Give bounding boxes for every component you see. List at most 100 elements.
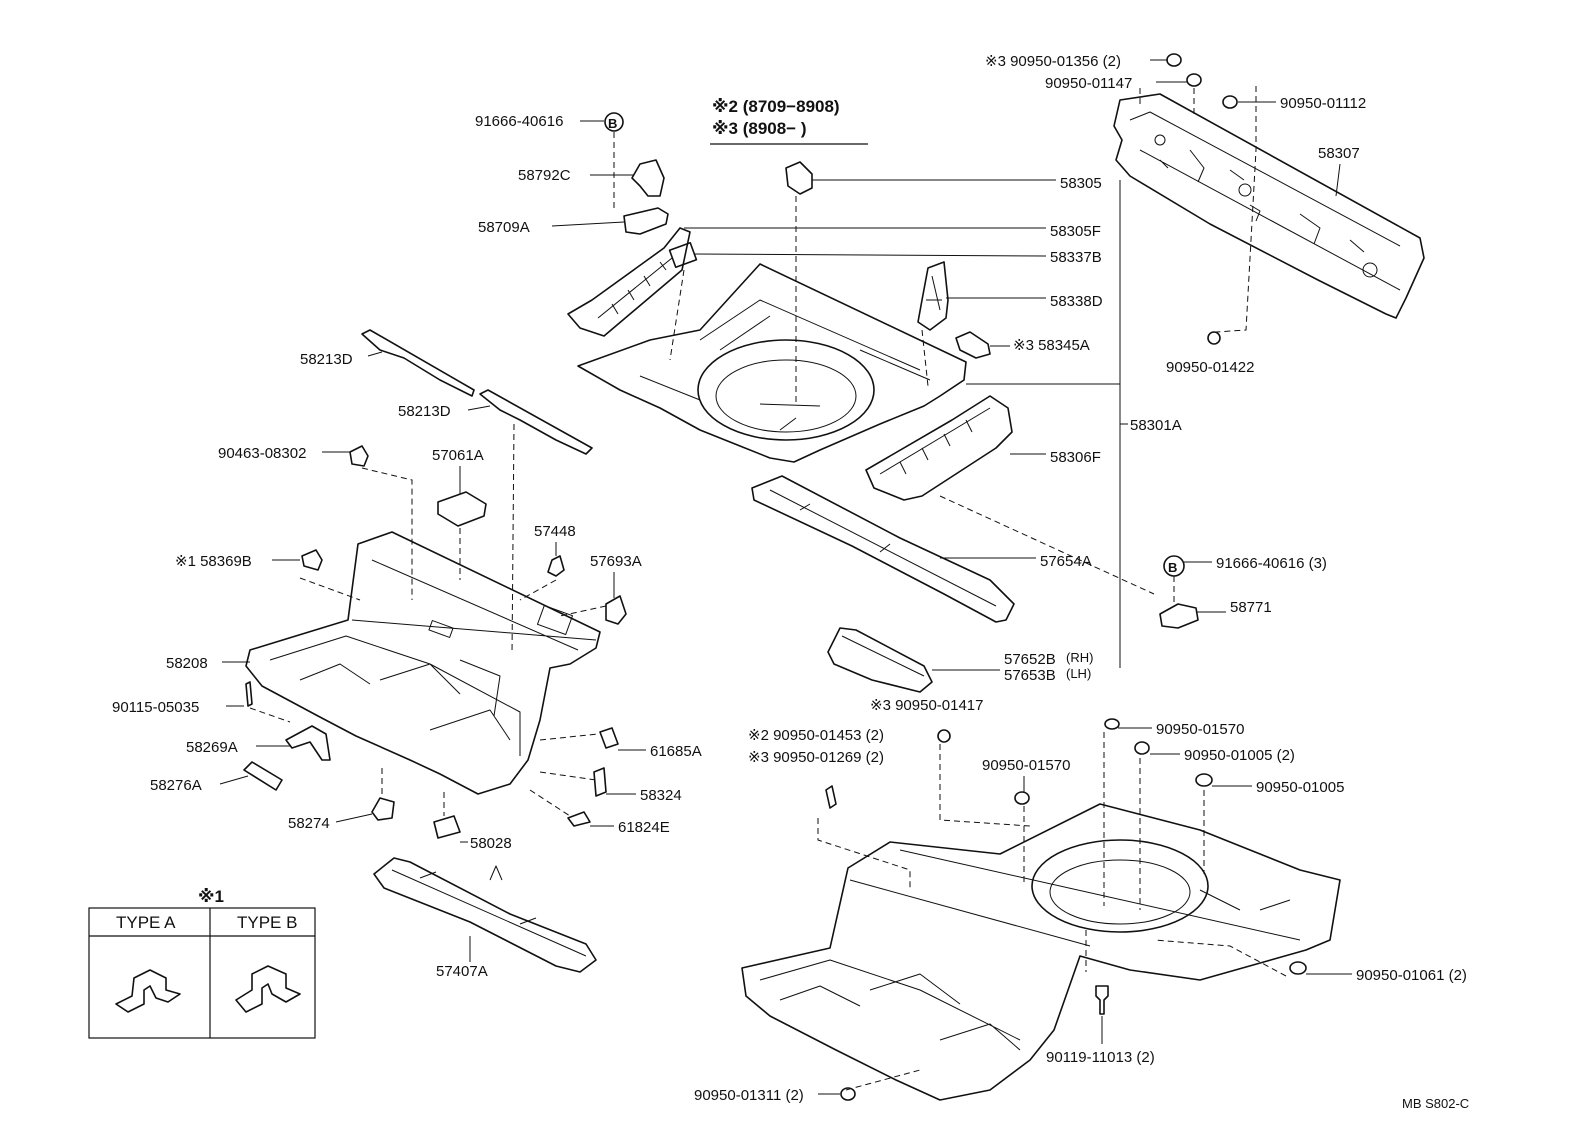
legend-line-1: ※2 (8709−8908) [712,97,840,116]
part-label-l32: 61685A [650,743,702,760]
part-label-l49: 57407A [436,963,488,980]
legend-line-2: ※3 (8908− ) [712,119,807,138]
part-label-l10: 58305F [1050,223,1101,240]
type-box-mark: ※1 [198,887,224,906]
part-label-l15: 58306F [1050,449,1101,466]
part-lower-floor-assembly [741,732,1341,1101]
legend-header: ※2 (8709−8908) ※3 (8908− ) [710,97,868,145]
part-label-l12: 58338D [1050,293,1103,310]
leader-line [551,221,625,227]
part-90463-08302 [349,445,413,600]
part-label-l41: ※3 90950-01269 (2) [748,749,884,766]
clip-icon [1104,718,1120,730]
part-58274 [371,797,395,821]
b-marker-text: B [1168,560,1177,575]
clip-icon [1207,331,1221,345]
b-marker-text: B [608,116,617,131]
part-label-l46: 90950-01061 (2) [1356,967,1467,984]
pad-58337b [668,241,698,269]
bolt-icon [1095,985,1109,1015]
part-58276a [243,761,283,791]
part-label-l30: 58274 [288,815,330,832]
part-label-l25: 58771 [1230,599,1272,616]
part-label-l18: 90463-08302 [218,445,306,462]
part-label-l22: ※1 58369B [175,553,252,570]
part-label-l19: 57061A [432,447,484,464]
part-label-l42: 90950-01570 [982,757,1070,774]
leader-line [219,775,249,785]
type-box: ※1 TYPE A TYPE B [88,887,316,1039]
part-label-l26: 58208 [166,655,208,672]
part-58301a-trunk-floor [577,161,967,463]
part-label-l38: (LH) [1066,666,1091,681]
part-61685a [599,727,619,749]
part-90115-05035 [245,681,253,707]
clips-lower-right [825,718,1307,1101]
part-label-l8: 58709A [478,219,530,236]
part-label-l45: 90950-01005 [1256,779,1344,796]
clip-icon [1222,95,1238,109]
part-58305f-rail [567,227,691,337]
part-58306f [865,395,1155,595]
leader-line [335,813,373,823]
part-label-l2: 90950-01147 [1045,75,1132,92]
type-b-label: TYPE B [237,913,297,932]
part-label-l43: 90950-01570 [1156,721,1244,738]
part-label-l7: 58792C [518,167,571,184]
clip-icon [1195,773,1213,787]
part-58369b [299,549,361,601]
type-a-label: TYPE A [116,913,176,932]
part-label-l6: 91666-40616 [475,113,563,130]
part-58208-floor-pan [245,531,601,795]
part-label-l1: ※3 90950-01356 (2) [985,53,1121,70]
group-bracket-58301a [966,180,1128,668]
part-label-l44: 90950-01005 (2) [1184,747,1295,764]
part-label-l28: 58269A [186,739,238,756]
clips-top-right [1139,53,1257,345]
part-61824e [567,811,591,827]
part-58307-back-panel [1113,93,1425,319]
leader-line [693,253,1047,257]
leader-line [1335,163,1341,197]
part-58338d [917,261,949,331]
part-label-l11: 58337B [1050,249,1102,266]
part-label-l9: 58305 [1060,175,1102,192]
part-58345a [955,331,991,359]
type-a-bracket [115,969,181,1013]
part-58028 [433,815,461,839]
clip-icon [937,729,951,743]
part-58792c-58709a: B [604,112,669,235]
part-label-l13: ※3 58345A [1013,337,1090,354]
part-label-l21: 57693A [590,553,642,570]
part-label-l3: 90950-01112 [1280,95,1366,112]
part-label-l29: 58276A [150,777,202,794]
clip-icon [840,1087,856,1101]
part-label-l36: (RH) [1066,650,1093,665]
part-label-l40: ※2 90950-01453 (2) [748,727,884,744]
leader-line [367,351,383,357]
part-label-l34: 61824E [618,819,670,836]
part-57061a [437,491,487,580]
part-label-l16: 58213D [300,351,353,368]
part-label-l47: 90119-11013 (2) [1046,1049,1155,1066]
part-label-l5: 90950-01422 [1166,359,1254,376]
clip-icon [1186,73,1202,87]
clip-icon [1014,791,1030,805]
clip-icon [1166,53,1182,67]
part-label-l24: 91666-40616 (3) [1216,555,1327,572]
part-58771: B [1159,555,1199,629]
part-label-l27: 90115-05035 [112,699,199,716]
part-58213d-strips [361,329,593,655]
part-57652b-57653b [827,627,933,693]
part-58269a [285,725,331,761]
part-label-l39: ※3 90950-01417 [870,697,984,714]
part-label-l31: 58028 [470,835,512,852]
part-label-l4: 58307 [1318,145,1360,162]
part-57654a [751,475,1015,623]
clip-icon [825,785,837,809]
clip-icon [1134,741,1150,755]
part-label-l14: 58301A [1130,417,1182,434]
part-58324 [593,767,607,797]
part-label-l17: 58213D [398,403,451,420]
